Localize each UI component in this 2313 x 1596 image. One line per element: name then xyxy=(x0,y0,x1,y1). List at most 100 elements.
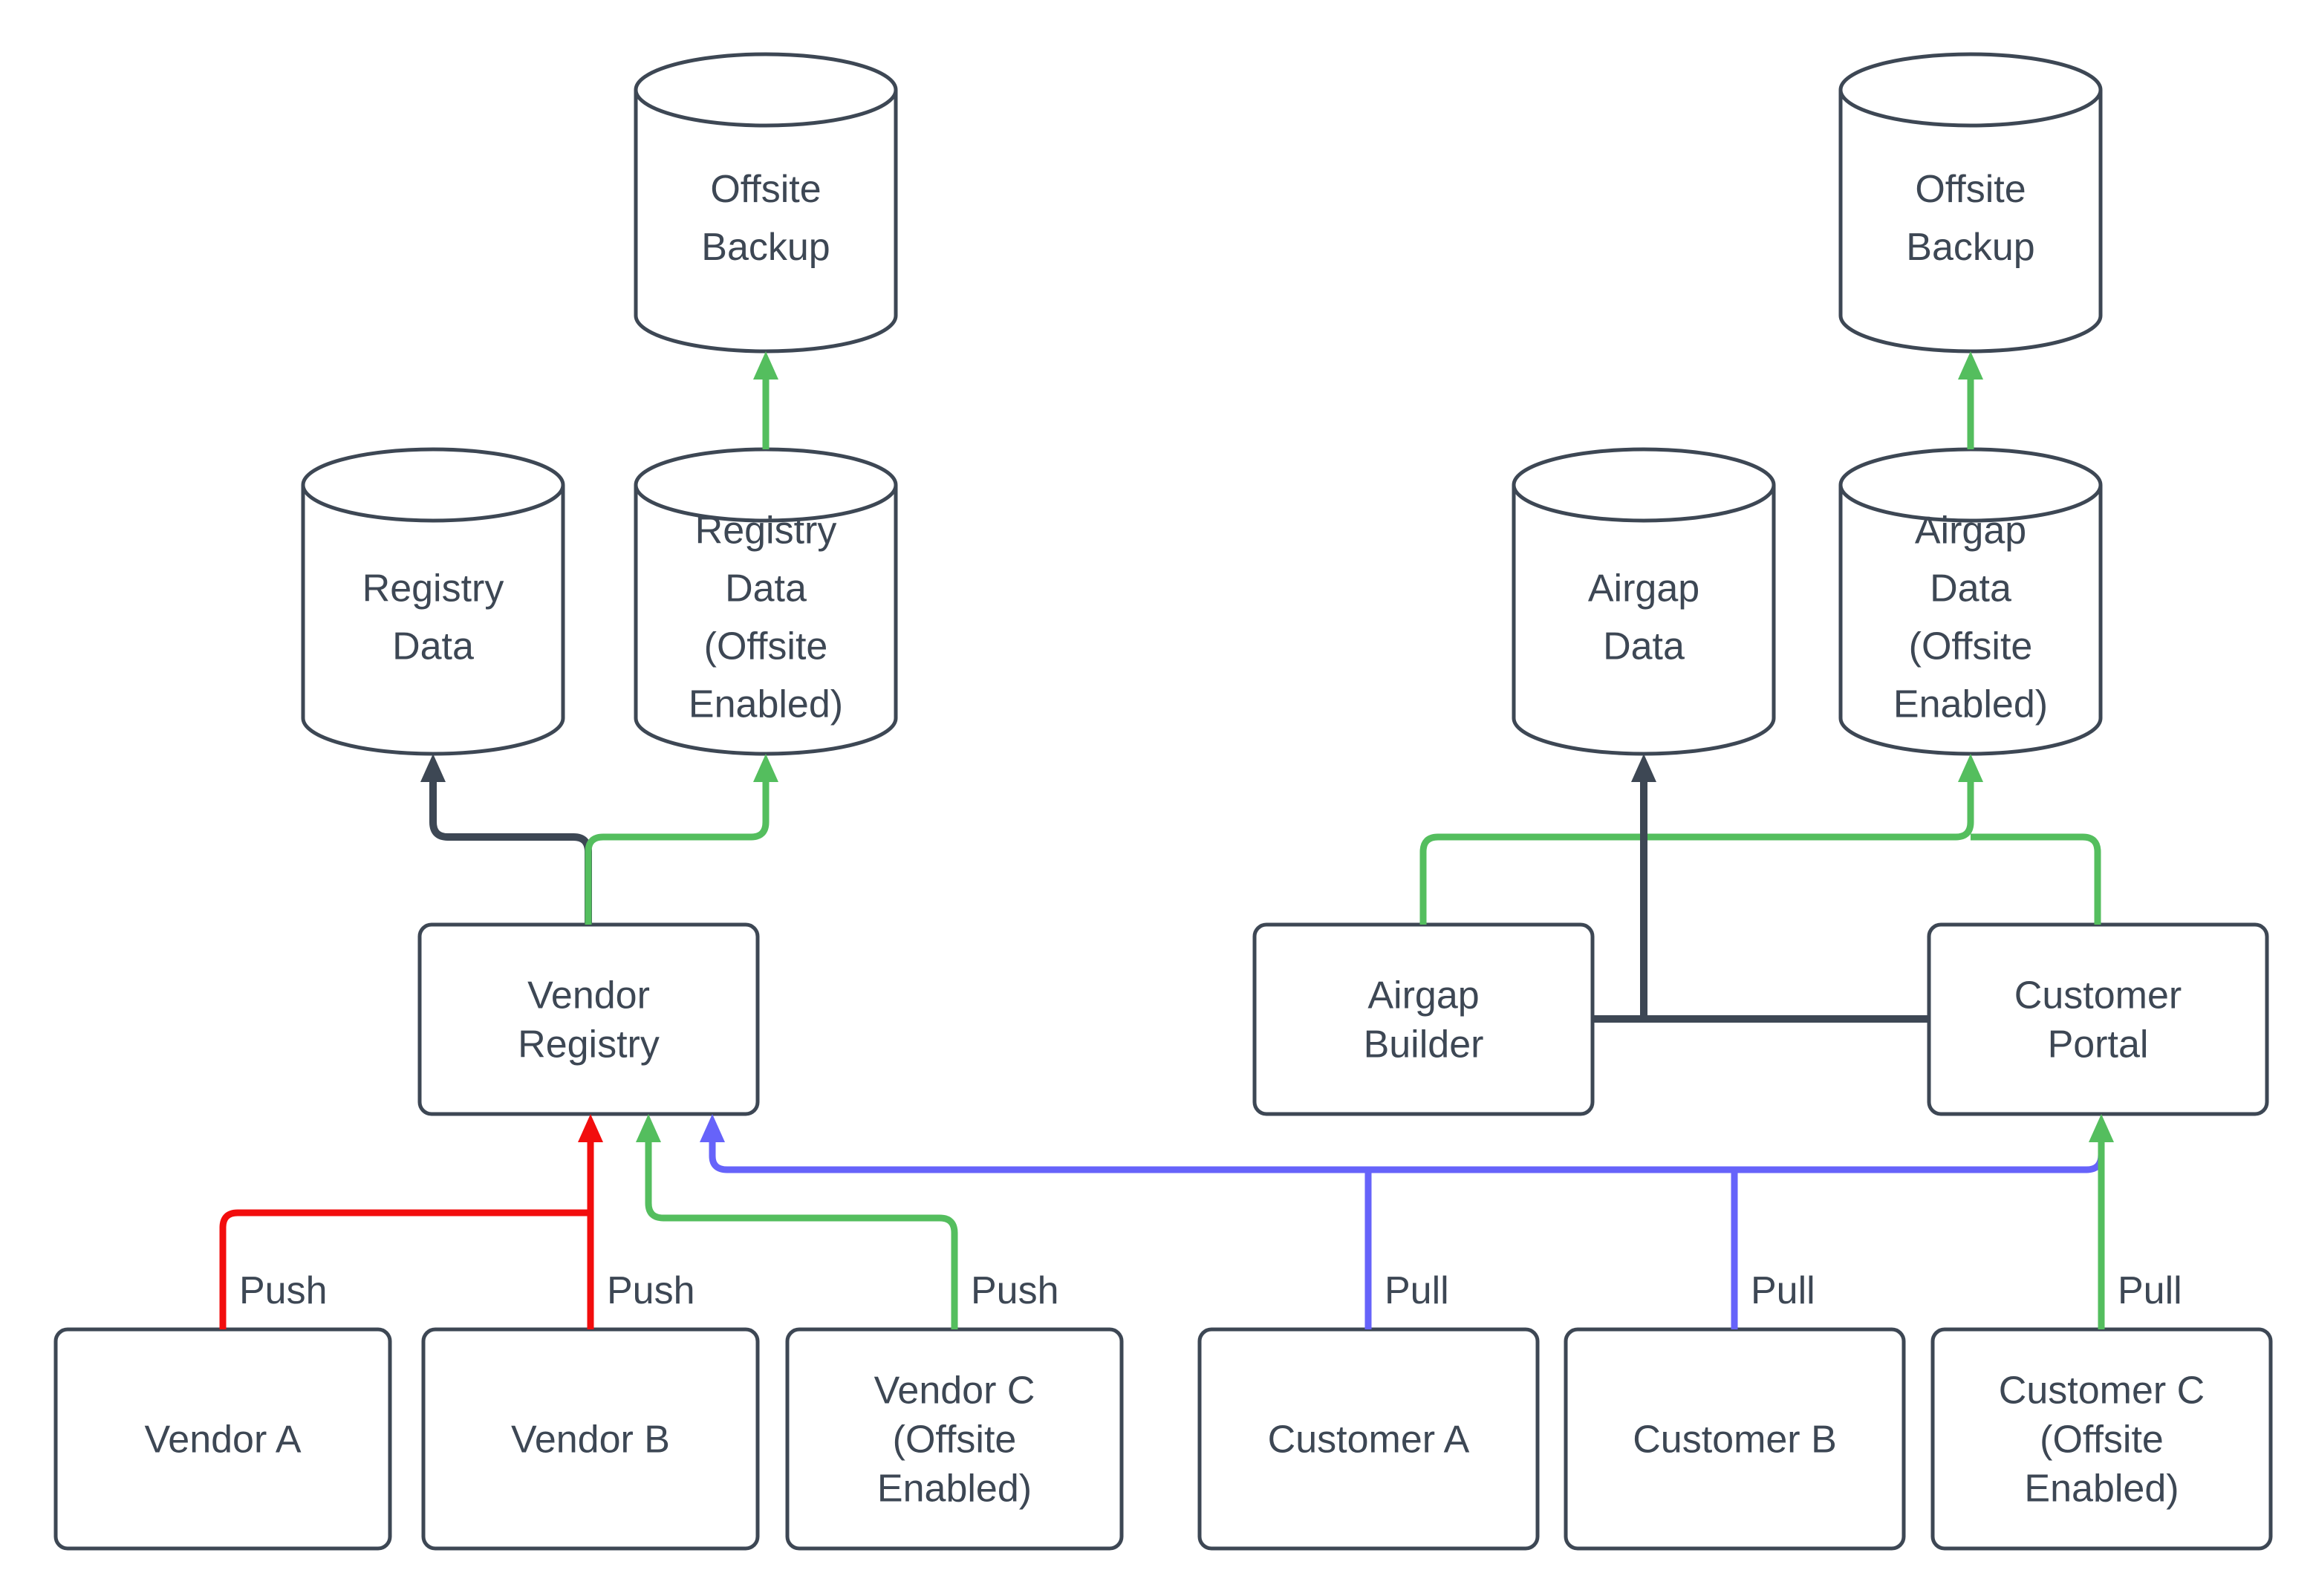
edge-vendor-registry-to-registry-data xyxy=(420,754,592,925)
offsite-backup-right-label-line: Offsite xyxy=(1915,168,2026,211)
edge-registry-data-offsite-to-offsite-backup-arrowhead-icon xyxy=(753,351,778,380)
edge-vendor-c-push-line xyxy=(645,1142,958,1329)
edge-customer-portal-to-airgap-data-offsite-line xyxy=(1971,833,2101,925)
customer-portal-shape xyxy=(1927,922,2269,1116)
offsite-backup-right-label-line: Backup xyxy=(1906,226,2034,269)
edge-airgap-builder-to-airgap-data-offsite xyxy=(1419,754,1983,925)
edge-to-airgap-data xyxy=(1631,754,1656,1019)
airgap-data-shape xyxy=(1512,447,1776,756)
airgap-data-offsite-label-line: Airgap xyxy=(1915,509,2026,553)
airgap-data-label-line: Airgap xyxy=(1588,567,1699,610)
registry-data-label-line: Data xyxy=(392,625,474,668)
edge-airgap-builder-to-airgap-data-offsite-line xyxy=(1419,782,1974,925)
edge-label-push-vendor-a: Push xyxy=(239,1269,328,1312)
airgap-data-offsite-label-line: Data xyxy=(1930,567,2011,610)
offsite-backup-left-label-line: Backup xyxy=(701,226,830,269)
vendor-b-label-line: Vendor B xyxy=(511,1419,670,1462)
edge-pull-line-to-vendor-registry xyxy=(700,1114,2105,1173)
airgap-builder-label-line: Builder xyxy=(1364,1023,1484,1066)
edge-vendor-b-push xyxy=(578,1114,603,1329)
customer-portal-label-line: Customer xyxy=(2014,974,2182,1017)
airgap-data-rim xyxy=(1512,484,1776,523)
offsite-backup-right-rim xyxy=(1838,89,2103,128)
edge-vendor-registry-to-registry-data-offsite-line xyxy=(585,782,770,925)
offsite-backup-left-rim xyxy=(634,89,898,128)
vendor-c-label-line: (Offsite xyxy=(893,1419,1017,1462)
customer-c-label-line: Customer C xyxy=(1999,1369,2205,1413)
registry-data-offsite-shape xyxy=(634,447,898,756)
registry-data-offsite-label-line: Enabled) xyxy=(689,683,843,726)
customer-a-label: Customer A xyxy=(1268,1419,1470,1462)
edge-vendor-registry-to-registry-data-line xyxy=(429,782,592,925)
airgap-data-label-line: Data xyxy=(1603,625,1685,668)
vendor-registry-shape xyxy=(417,922,760,1116)
registry-data-rim xyxy=(301,484,565,523)
customer-c-label-line: Enabled) xyxy=(2024,1468,2179,1511)
offsite-backup-left-label-line: Offsite xyxy=(710,168,821,211)
customer-c-label-line: (Offsite xyxy=(2040,1419,2164,1462)
registry-data-offsite-label-line: Registry xyxy=(695,509,837,553)
edge-vendor-c-push xyxy=(636,1114,958,1329)
customer-portal-label-line: Portal xyxy=(2048,1023,2149,1066)
registry-data-shape xyxy=(301,447,565,756)
edge-vendor-a-push-line xyxy=(219,1209,591,1329)
registry-data-offsite-rim xyxy=(634,484,898,523)
edge-customer-portal-to-airgap-data-offsite xyxy=(1971,833,2101,925)
airgap-data-offsite-label-line: (Offsite xyxy=(1909,625,2033,668)
vendor-a-label-line: Vendor A xyxy=(144,1419,301,1462)
vendor-b-label: Vendor B xyxy=(511,1419,670,1462)
registry-data-label-line: Registry xyxy=(362,567,504,610)
edge-pull-line-to-vendor-registry-line xyxy=(709,1123,2105,1173)
airgap-builder-shape xyxy=(1252,922,1595,1116)
vendor-a-label: Vendor A xyxy=(144,1419,301,1462)
customer-a: Customer A xyxy=(1197,1327,1540,1551)
vendor-c-label-line: Enabled) xyxy=(877,1468,1032,1511)
offsite-backup-left-shape xyxy=(634,52,898,354)
edge-vendor-b-push-arrowhead-icon xyxy=(578,1114,603,1142)
edge-airgap-builder-to-airgap-data-offsite-arrowhead-icon xyxy=(1958,754,1983,782)
airgap-builder-label-line: Airgap xyxy=(1367,974,1479,1017)
edge-vendor-c-push-arrowhead-icon xyxy=(636,1114,661,1142)
customer-b-label-line: Customer B xyxy=(1633,1419,1837,1462)
edge-label-push-vendor-b: Push xyxy=(607,1269,695,1312)
airgap-data-offsite-shape xyxy=(1838,447,2103,756)
vendor-registry-label-line: Vendor xyxy=(527,974,650,1017)
customer-b: Customer B xyxy=(1564,1327,1906,1551)
vendor-registry-label-line: Registry xyxy=(518,1023,660,1066)
edge-airgap-data-offsite-to-offsite-backup xyxy=(1958,351,1983,449)
edge-label-pull-customer-b: Pull xyxy=(1751,1269,1815,1312)
offsite-backup-right-shape xyxy=(1838,52,2103,354)
edge-vendor-registry-to-registry-data-arrowhead-icon xyxy=(420,754,446,782)
edge-label-push-vendor-c: Push xyxy=(971,1269,1059,1312)
vendor-a: Vendor A xyxy=(53,1327,392,1551)
vendor-c-label-line: Vendor C xyxy=(874,1369,1035,1413)
edge-vendor-a-push xyxy=(219,1209,591,1329)
customer-b-label: Customer B xyxy=(1633,1419,1837,1462)
edge-label-pull-customer-a: Pull xyxy=(1385,1269,1449,1312)
edge-label-pull-customer-c: Pull xyxy=(2118,1269,2182,1312)
customer-a-label-line: Customer A xyxy=(1268,1419,1470,1462)
edge-customer-c-pull xyxy=(2089,1114,2114,1329)
edge-vendor-registry-to-registry-data-offsite-arrowhead-icon xyxy=(753,754,778,782)
airgap-data-offsite-label-line: Enabled) xyxy=(1893,683,2048,726)
